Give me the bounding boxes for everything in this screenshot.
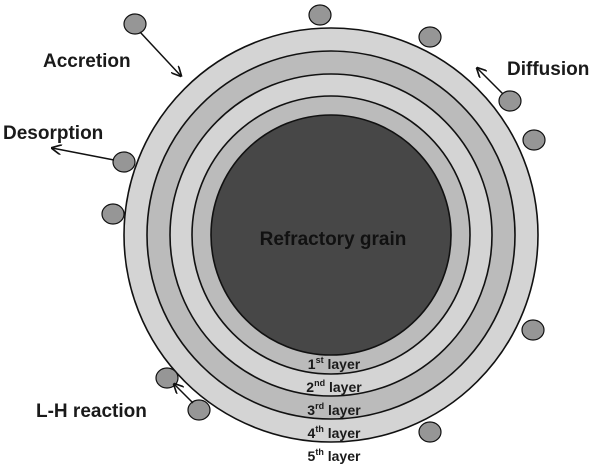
desorption-label: Desorption	[3, 123, 103, 144]
core-label: Refractory grain	[260, 229, 407, 250]
lh-reaction-label: L-H reaction	[36, 401, 147, 422]
lh-reaction-arrow	[174, 384, 194, 404]
particle	[522, 129, 546, 151]
particle	[418, 421, 442, 443]
particle	[521, 319, 545, 341]
particle	[418, 26, 442, 48]
diffusion-label: Diffusion	[507, 59, 589, 80]
layer-label-5: 5th layer	[308, 447, 361, 464]
particle	[112, 151, 136, 173]
accretion-arrow	[139, 31, 181, 76]
layer-label-4: 4th layer	[308, 424, 361, 441]
particle	[187, 399, 211, 421]
particle	[101, 203, 125, 225]
layer-label-3: 3rd layer	[307, 401, 361, 418]
diffusion-arrow	[477, 68, 504, 95]
refractory-core	[210, 114, 452, 356]
layer-label-2: 2nd layer	[306, 378, 362, 395]
particle	[308, 4, 332, 26]
accretion-label: Accretion	[43, 51, 131, 72]
desorption-arrow	[52, 148, 115, 161]
particle	[123, 13, 147, 35]
layer-label-1: 1st layer	[308, 355, 361, 372]
particle	[498, 90, 522, 112]
